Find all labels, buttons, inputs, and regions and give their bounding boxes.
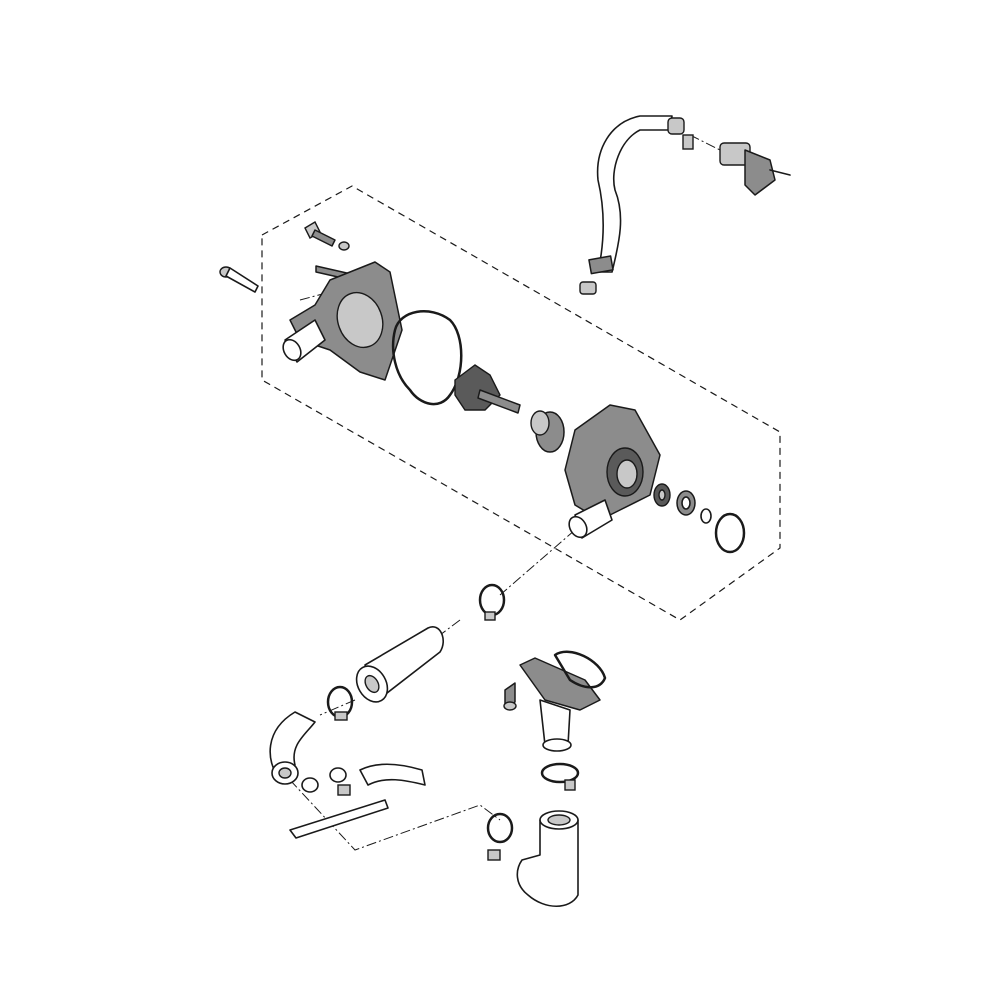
- pump-cover-bolt: [219, 266, 259, 293]
- housing-bolt: [503, 682, 517, 711]
- lower-pipe: [516, 810, 579, 907]
- elbow-hose: [269, 711, 319, 793]
- hose-joint: [719, 142, 791, 196]
- leader-line: [289, 779, 501, 851]
- pump-body: [564, 404, 661, 539]
- leader-line: [689, 134, 741, 161]
- impeller-shaft: [454, 364, 521, 414]
- mechanical-seal: [530, 410, 565, 453]
- small-hose: [329, 763, 426, 796]
- hose-clamp: [579, 281, 597, 295]
- hose-clamp: [326, 685, 354, 721]
- circlip: [700, 508, 712, 524]
- cover-bolt: [304, 221, 350, 251]
- o-ring: [391, 310, 463, 406]
- leader-line: [319, 699, 356, 716]
- hose-clamp: [540, 762, 580, 791]
- washer: [714, 512, 746, 554]
- leader-line: [499, 529, 576, 596]
- hose-clamp: [486, 812, 514, 861]
- radiator-hose: [355, 626, 444, 703]
- pump-cover: [282, 261, 403, 381]
- thermostat-housing: [519, 650, 607, 752]
- bypass-hose: [579, 115, 694, 295]
- bracket: [289, 799, 389, 839]
- oil-seal: [676, 490, 696, 516]
- hose-clamp: [478, 583, 506, 621]
- pump-assembly-boundary: [261, 185, 781, 621]
- bearing: [653, 483, 671, 507]
